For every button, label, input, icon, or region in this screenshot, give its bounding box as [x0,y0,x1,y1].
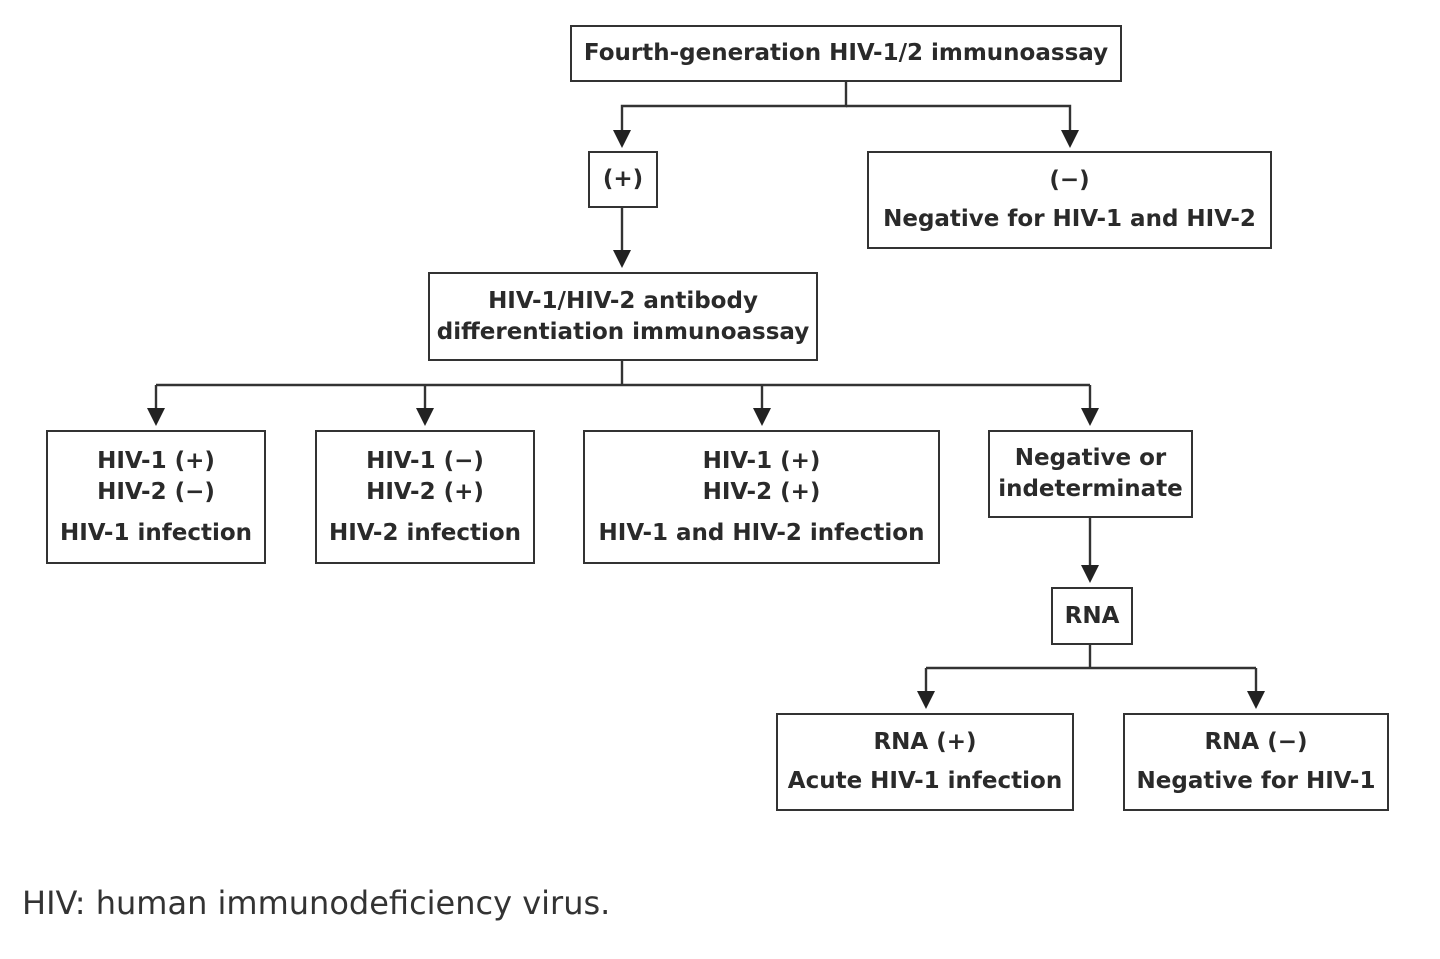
node-line: RNA (−) [1204,729,1308,755]
node-antibody-differentiation-immunoassay: HIV-1/HIV-2 antibody differentiation imm… [428,272,818,361]
node-line: Negative for HIV-1 and HIV-2 [883,206,1256,232]
node-line: HIV-2 (−) [97,478,215,505]
node-line: Negative or [1014,445,1167,471]
node-rna: RNA [1051,587,1133,645]
arrowhead-to-indeterminate [1081,408,1099,426]
arrowhead-to-positive [613,130,631,148]
node-line: RNA [1064,602,1120,629]
node-line: HIV-2 (+) [702,478,821,505]
arrowhead-to-hiv2 [416,408,434,426]
node-line: HIV-1 (+) [702,447,821,474]
node-line: HIV-1/HIV-2 antibody [488,287,758,314]
node-negative-or-indeterminate: Negative or indeterminate [988,430,1193,518]
node-line: HIV-1 and HIV-2 infection [598,519,925,546]
arrowhead-to-differentiation [613,250,631,268]
arrowhead-to-hiv1 [147,408,165,426]
node-line: differentiation immunoassay [436,318,810,345]
node-positive: (+) [588,151,658,208]
arrowhead-to-rna-negative [1247,691,1265,709]
arrowhead-to-rna [1081,565,1099,583]
connector-fourthgen-split [620,82,848,132]
node-line: (−) [1049,167,1090,193]
node-hiv1-infection: HIV-1 (+) HIV-2 (−) HIV-1 infection [46,430,266,564]
node-line: (+) [602,166,644,192]
node-line: Fourth-generation HIV-1/2 immunoassay [583,40,1109,66]
node-fourth-generation-immunoassay: Fourth-generation HIV-1/2 immunoassay [570,25,1122,82]
node-line: Negative for HIV-1 [1136,768,1376,794]
node-rna-negative: RNA (−) Negative for HIV-1 [1123,713,1389,811]
connector-fourthgen-negative [846,104,1072,132]
node-line: indeterminate [998,476,1183,502]
arrowhead-to-dual [753,408,771,426]
node-line: HIV-1 (+) [97,447,215,474]
node-hiv2-infection: HIV-1 (−) HIV-2 (+) HIV-2 infection [315,430,535,564]
node-negative-hiv1-hiv2: (−) Negative for HIV-1 and HIV-2 [867,151,1272,249]
node-line: HIV-1 infection [59,519,253,546]
arrowhead-to-rna-positive [917,691,935,709]
node-dual-infection: HIV-1 (+) HIV-2 (+) HIV-1 and HIV-2 infe… [583,430,940,564]
node-line: HIV-2 infection [328,519,522,546]
arrowhead-to-negative [1061,130,1079,148]
node-line: RNA (+) [873,729,977,755]
node-line: HIV-2 (+) [366,478,484,505]
footnote: HIV: human immunodeficiency virus. [22,884,611,922]
node-line: Acute HIV-1 infection [787,768,1063,794]
node-rna-positive-acute-infection: RNA (+) Acute HIV-1 infection [776,713,1074,811]
node-line: HIV-1 (−) [366,447,484,474]
